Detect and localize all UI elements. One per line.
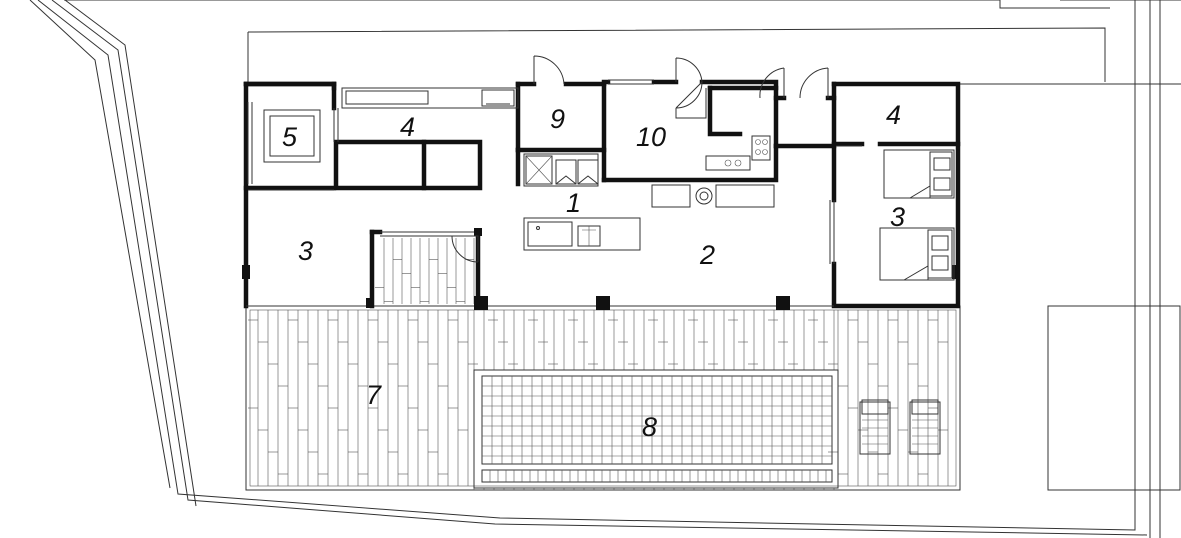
columns [242,228,960,310]
beds [879,149,955,281]
sun-loungers [859,399,941,455]
room-labels: 1 2 3 3 4 4 5 7 8 9 10 [282,100,905,442]
pool [473,369,839,489]
bed-top [883,149,955,199]
bed-bottom [879,227,955,281]
walls [243,79,961,309]
room-label-3-left: 3 [298,236,313,266]
fixtures [341,87,775,251]
room-5-feature [263,109,321,163]
lounger-left [859,399,891,455]
room-label-9: 9 [550,104,565,134]
room-label-7: 7 [366,380,382,410]
glazing [246,79,862,307]
doors [451,55,829,263]
room-label-4-right: 4 [886,100,901,130]
room-label-3-right: 3 [890,202,905,232]
room-label-8: 8 [642,412,657,442]
terrace-deck [245,305,961,491]
covered-deck [375,238,475,304]
room-label-10: 10 [636,122,666,152]
room-label-1: 1 [566,188,581,218]
room-label-2: 2 [699,240,715,270]
room-label-5: 5 [282,122,298,152]
room-label-4-left: 4 [400,112,415,142]
lounger-right [909,399,941,455]
site-boundary [29,0,1181,538]
